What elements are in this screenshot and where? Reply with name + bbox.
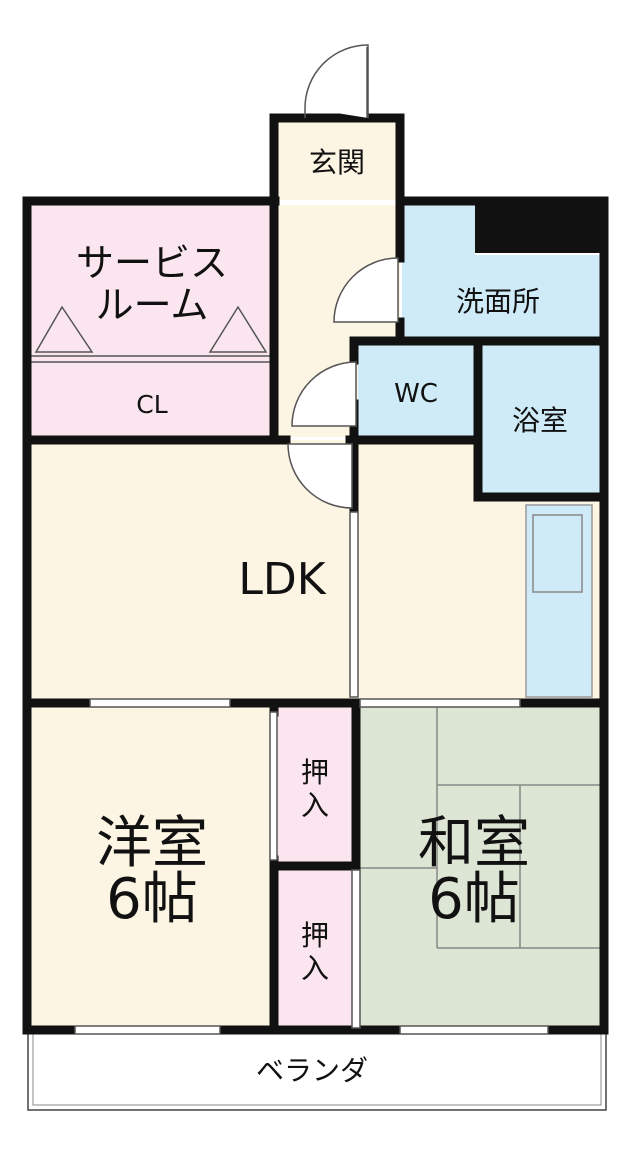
bath-label: 浴室 [512, 404, 568, 437]
ldk-label: LDK [238, 554, 326, 605]
sliding-partitions [74, 511, 549, 1035]
western-room-size: 6帖 [106, 867, 198, 932]
closet-details [31, 305, 275, 363]
storage-upper-label-2: 入 [301, 789, 329, 822]
washroom-corner-block [475, 201, 604, 253]
ldk-area [31, 440, 600, 702]
entrance-label: 玄関 [309, 146, 365, 179]
japanese-room-size: 6帖 [428, 867, 520, 932]
service-room-label-line1: サービス [76, 241, 228, 285]
kitchen-counter [525, 504, 593, 698]
door-swings [287, 44, 399, 509]
wc-area [358, 345, 474, 437]
storage-lower-area [278, 870, 353, 1028]
wc-label: WC [394, 379, 438, 409]
washroom-label: 洗面所 [456, 285, 540, 318]
washroom-area [402, 205, 600, 338]
tatami-lines [360, 706, 600, 949]
western-room-area [31, 706, 271, 1028]
storage-lower-label-1: 押 [301, 919, 329, 952]
closet-label: CL [136, 390, 167, 419]
storage-upper-area [278, 706, 353, 864]
entrance-area [278, 122, 398, 200]
veranda-label: ベランダ [256, 1054, 368, 1087]
storage-lower-label-2: 入 [301, 952, 329, 985]
japanese-room-area [360, 706, 600, 1028]
japanese-room-name: 和室 [418, 811, 530, 876]
western-room-name: 洋室 [96, 811, 208, 876]
bath-area [482, 345, 600, 493]
sink [532, 514, 583, 593]
walls [22, 113, 609, 1035]
storage-upper-label-1: 押 [301, 756, 329, 789]
service-room-label-line2: ルーム [96, 283, 209, 327]
